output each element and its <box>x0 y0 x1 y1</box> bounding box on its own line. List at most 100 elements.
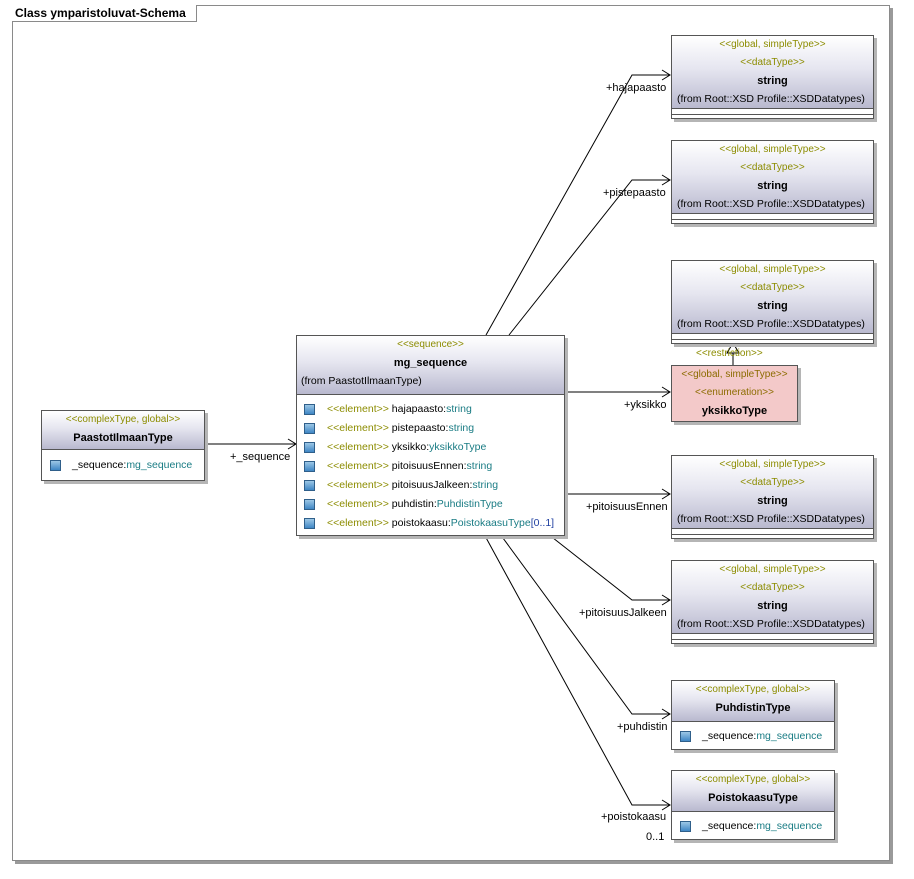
stereotype-label: <<complexType, global>> <box>65 414 181 425</box>
attribute-name: _sequence <box>72 459 124 471</box>
class-name: string <box>757 600 788 612</box>
paastot-ilmaan-type-box[interactable]: <<complexType, global>> PaastotIlmaanTyp… <box>41 410 205 481</box>
attribute-separator: : <box>753 730 757 742</box>
attribute-separator: : <box>753 820 757 832</box>
element-row[interactable]: <<element>> pitoisuusEnnen:string <box>297 457 564 476</box>
arrowhead-yksikko <box>661 386 671 398</box>
attribute-row[interactable]: _sequence:mg_sequence <box>672 817 834 836</box>
element-type: string <box>448 422 475 434</box>
role-label-puhdistin: +puhdistin <box>617 721 668 733</box>
element-icon <box>304 461 315 472</box>
attribute-row[interactable]: _sequence:mg_sequence <box>42 456 204 475</box>
class-name: string <box>757 75 788 87</box>
attribute-icon <box>680 821 691 832</box>
arrowhead-pitoisuusEnnen <box>661 488 671 500</box>
string-datatype-box-4[interactable]: <<global, simpleType>> <<dataType>> stri… <box>671 455 874 539</box>
connector-hajapaasto <box>485 74 670 336</box>
puhdistin-type-box[interactable]: <<complexType, global>> PuhdistinType _s… <box>671 680 835 750</box>
multiplicity-label-poistokaasu: 0..1 <box>646 831 665 843</box>
element-type: PoistokaasuType <box>450 517 531 529</box>
from-package-label: (from Root::XSD Profile::XSDDatatypes) <box>677 513 865 525</box>
element-type: string <box>466 460 493 472</box>
element-row[interactable]: <<element>> pitoisuusJalkeen:string <box>297 476 564 495</box>
stereotype-label: <<dataType>> <box>740 57 805 68</box>
element-type: string <box>446 403 472 415</box>
element-row[interactable]: <<element>> hajapaasto:string <box>297 400 564 419</box>
stereotype-label: <<dataType>> <box>740 162 805 173</box>
diagram-title: Class ymparistoluvat-Schema <box>12 5 197 22</box>
yksikko-type-box[interactable]: <<global, simpleType>> <<enumeration>> y… <box>671 365 798 422</box>
stereotype-label: <<global, simpleType>> <box>681 369 788 380</box>
arrowhead-hajapaasto <box>661 69 671 81</box>
string-datatype-box-1[interactable]: <<global, simpleType>> <<dataType>> stri… <box>671 35 874 119</box>
element-row[interactable]: <<element>> poistokaasu:PoistokaasuType[… <box>297 514 564 533</box>
role-label-poistokaasu: +poistokaasu <box>601 811 667 823</box>
element-row[interactable]: <<element>> yksikko:yksikkoType <box>297 438 564 457</box>
role-label-pitoisuusEnnen: +pitoisuusEnnen <box>586 501 668 513</box>
element-icon <box>304 404 315 415</box>
string-datatype-box-5[interactable]: <<global, simpleType>> <<dataType>> stri… <box>671 560 874 644</box>
element-icon <box>304 480 315 491</box>
class-name: string <box>757 300 788 312</box>
string-datatype-box-3[interactable]: <<global, simpleType>> <<dataType>> stri… <box>671 260 874 344</box>
class-name: mg_sequence <box>393 357 468 369</box>
element-name: hajapaasto: <box>388 403 447 415</box>
class-name: PuhdistinType <box>715 702 791 714</box>
class-name: string <box>757 180 788 192</box>
stereotype-label: <<sequence>> <box>397 339 464 350</box>
class-name: yksikkoType <box>701 405 768 417</box>
element-icon <box>304 423 315 434</box>
stereotype-label: <<global, simpleType>> <box>719 459 826 470</box>
arrowhead-pistepaasto <box>661 174 671 186</box>
arrowhead-pitoisuusJalkeen <box>661 594 671 606</box>
element-name: pistepaasto: <box>388 422 449 434</box>
mg-sequence-box[interactable]: <<sequence>> mg_sequence (from PaastotIl… <box>296 335 565 536</box>
element-name: pitoisuusEnnen: <box>388 460 467 472</box>
poistokaasu-type-box[interactable]: <<complexType, global>> PoistokaasuType … <box>671 770 835 840</box>
from-package-label: (from Root::XSD Profile::XSDDatatypes) <box>677 318 865 330</box>
arrowhead-puhdistin <box>661 708 671 720</box>
element-name: yksikko: <box>388 441 430 453</box>
from-package-label: (from PaastotIlmaanType) <box>301 375 422 387</box>
element-icon <box>304 499 315 510</box>
element-name: pitoisuusJalkeen: <box>388 479 473 491</box>
class-name: string <box>757 495 788 507</box>
stereotype-label: <<dataType>> <box>740 282 805 293</box>
role-label-sequence: +_sequence <box>230 451 291 463</box>
element-icon <box>304 442 315 453</box>
attribute-row[interactable]: _sequence:mg_sequence <box>672 727 834 746</box>
class-name: PaastotIlmaanType <box>73 432 173 444</box>
element-type: PuhdistinType <box>436 498 503 510</box>
connector-puhdistin <box>499 533 670 715</box>
element-row[interactable]: <<element>> puhdistin:PuhdistinType <box>297 495 564 514</box>
element-stereotype: <<element>> <box>327 403 389 415</box>
stereotype-label: <<global, simpleType>> <box>719 144 826 155</box>
stereotype-label: <<global, simpleType>> <box>719 264 826 275</box>
connector-pistepaasto <box>508 179 670 336</box>
stereotype-label: <<global, simpleType>> <box>719 39 826 50</box>
stereotype-label: <<dataType>> <box>740 477 805 488</box>
connector-poistokaasu <box>483 533 670 806</box>
string-datatype-box-2[interactable]: <<global, simpleType>> <<dataType>> stri… <box>671 140 874 224</box>
element-stereotype: <<element>> <box>327 460 389 472</box>
role-label-pistepaasto: +pistepaasto <box>603 187 666 199</box>
element-stereotype: <<element>> <box>327 498 389 510</box>
element-stereotype: <<element>> <box>327 422 389 434</box>
element-type: yksikkoType <box>429 441 487 453</box>
class-name: PoistokaasuType <box>708 792 798 804</box>
element-name: puhdistin: <box>388 498 437 510</box>
attribute-icon <box>50 460 61 471</box>
element-icon <box>304 518 315 529</box>
connector-pitoisuusJalkeen <box>547 533 670 601</box>
from-package-label: (from Root::XSD Profile::XSDDatatypes) <box>677 618 865 630</box>
attribute-name: _sequence <box>702 730 754 742</box>
attribute-type: mg_sequence <box>126 459 193 471</box>
stereotype-label: <<enumeration>> <box>695 387 774 398</box>
attribute-icon <box>680 731 691 742</box>
stereotype-label: <<dataType>> <box>740 582 805 593</box>
arrowhead-poistokaasu <box>661 799 671 811</box>
element-stereotype: <<element>> <box>327 517 389 529</box>
role-label-hajapaasto: +hajapaasto <box>606 82 667 94</box>
element-name: poistokaasu: <box>388 517 451 529</box>
element-row[interactable]: <<element>> pistepaasto:string <box>297 419 564 438</box>
